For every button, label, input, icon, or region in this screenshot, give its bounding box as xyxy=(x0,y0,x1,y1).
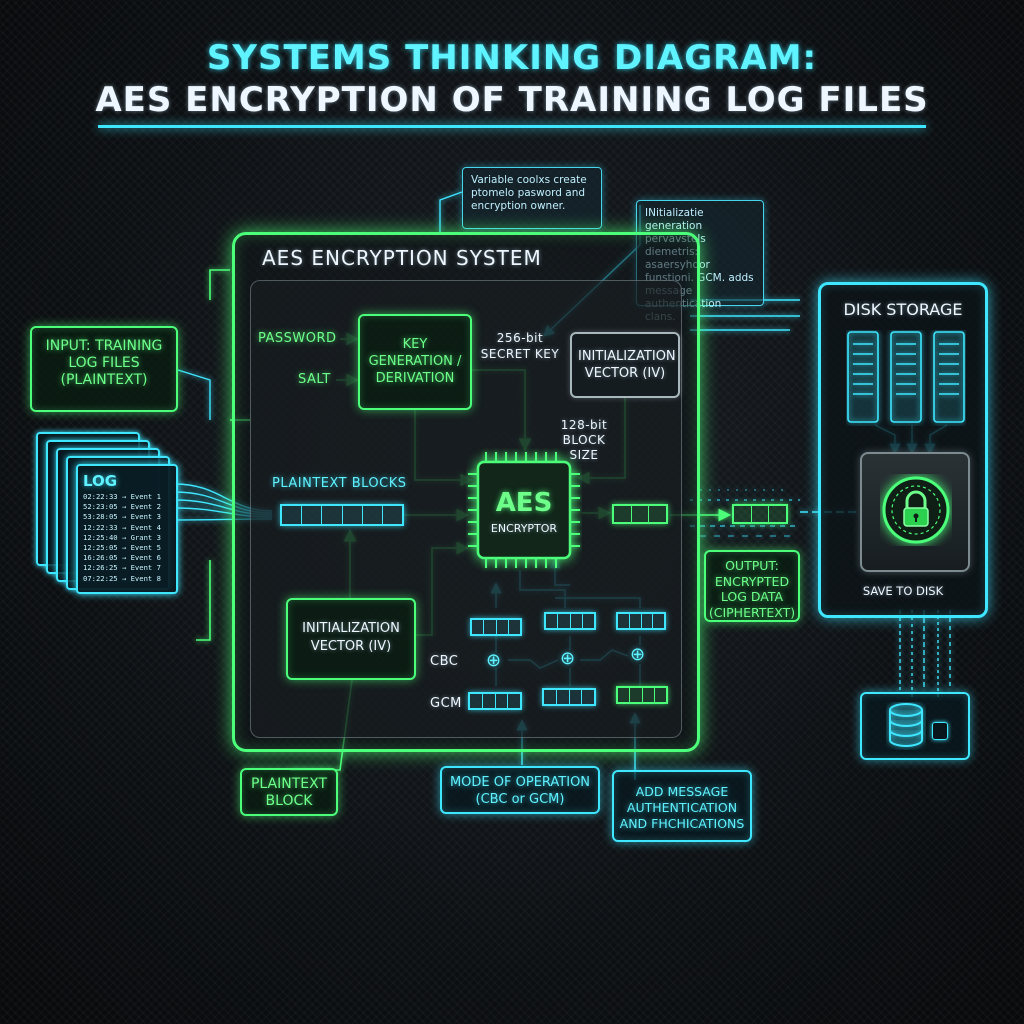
title-underline xyxy=(98,125,926,128)
xor-icon-3: ⊕ xyxy=(630,644,646,665)
lock-icon xyxy=(880,474,952,550)
log-line: 12:25:40 → Grant 3 xyxy=(83,532,161,542)
auth-label: ADD MESSAGE AUTHENTICATION AND FHCHICATI… xyxy=(619,784,745,831)
database-icon xyxy=(886,702,926,754)
key-generation-label: KEY GENERATION / DERIVATION xyxy=(368,337,462,386)
auth-box: ADD MESSAGE AUTHENTICATION AND FHCHICATI… xyxy=(612,770,752,842)
plaintext-block-box: PLAINTEXT BLOCK xyxy=(240,768,338,816)
plaintext-blocks xyxy=(280,504,404,526)
gcm-block-1 xyxy=(468,692,522,710)
log-line: 07:22:25 → Event 8 xyxy=(83,573,161,583)
cbc-label: CBC xyxy=(430,654,459,669)
disk-storage-title: DISK STORAGE xyxy=(843,300,963,319)
mode-block-2 xyxy=(544,612,596,630)
chip-icon xyxy=(466,448,582,572)
small-lock-icon xyxy=(932,722,948,740)
output-label: OUTPUT: ENCRYPTED LOG DATA (CIPHERTEXT) xyxy=(708,558,796,620)
note-top: Variable coolxs create ptomelo pasword a… xyxy=(462,167,602,229)
log-line: 12:22:33 → Event 4 xyxy=(83,522,161,532)
plaintext-blocks-label: PLAINTEXT BLOCKS xyxy=(272,476,407,491)
password-label: PASSWORD xyxy=(258,331,337,346)
log-line: 53:28:05 → Event 3 xyxy=(83,512,161,522)
aes-label: AES xyxy=(495,488,553,518)
log-line: 16:26:05 → Event 6 xyxy=(83,553,161,563)
iv-top-box: INITIALIZATION VECTOR (IV) xyxy=(570,332,680,398)
gcm-block-2 xyxy=(542,688,596,706)
key-size-label: 256-bit SECRET KEY xyxy=(480,331,560,361)
output-label-box: OUTPUT: ENCRYPTED LOG DATA (CIPHERTEXT) xyxy=(704,550,800,622)
log-line: 52:23:05 → Event 2 xyxy=(83,502,161,512)
mode-block-1 xyxy=(470,618,522,636)
server-rack-icon xyxy=(846,330,966,430)
mode-of-operation-box: MODE OF OPERATION (CBC or GCM) xyxy=(440,766,600,814)
gcm-block-3 xyxy=(616,686,668,704)
title-line-1: SYSTEMS THINKING DIAGRAM: xyxy=(206,38,818,78)
log-file-title: LOG xyxy=(83,472,118,490)
cipher-blocks-inner xyxy=(612,504,668,524)
title-line-2: AES ENCRYPTION OF TRAINING LOG FILES xyxy=(95,80,929,120)
cipher-blocks-outer xyxy=(732,504,788,524)
encryptor-label: ENCRYPTOR xyxy=(490,522,558,535)
log-line: 02:22:33 → Event 1 xyxy=(83,492,161,501)
iv-bottom-label: INITIALIZATION VECTOR (IV) xyxy=(302,621,400,654)
input-label-box: INPUT: TRAINING LOG FILES (PLAINTEXT) xyxy=(30,326,178,412)
input-label: INPUT: TRAINING LOG FILES (PLAINTEXT) xyxy=(45,338,163,388)
mode-block-3 xyxy=(616,612,666,630)
mode-of-operation-label: MODE OF OPERATION (CBC or GCM) xyxy=(449,775,591,807)
block-size-label: 128-bit BLOCK SIZE xyxy=(560,418,608,462)
xor-icon-2: ⊕ xyxy=(560,648,576,669)
key-generation-box: KEY GENERATION / DERIVATION xyxy=(358,314,472,410)
iv-top-label: INITIALIZATION VECTOR (IV) xyxy=(578,349,676,381)
xor-icon: ⊕ xyxy=(486,650,502,671)
save-to-disk-label: SAVE TO DISK xyxy=(862,584,944,598)
salt-label: SALT xyxy=(298,372,331,387)
aes-system-title: AES ENCRYPTION SYSTEM xyxy=(262,246,542,270)
plaintext-block-label: PLAINTEXT BLOCK xyxy=(250,776,328,809)
log-line: 12:25:05 → Event 5 xyxy=(83,543,161,553)
log-line: 12:26:25 → Event 7 xyxy=(83,563,161,573)
gcm-label: GCM xyxy=(430,696,462,711)
iv-bottom-box: INITIALIZATION VECTOR (IV) xyxy=(286,598,416,680)
